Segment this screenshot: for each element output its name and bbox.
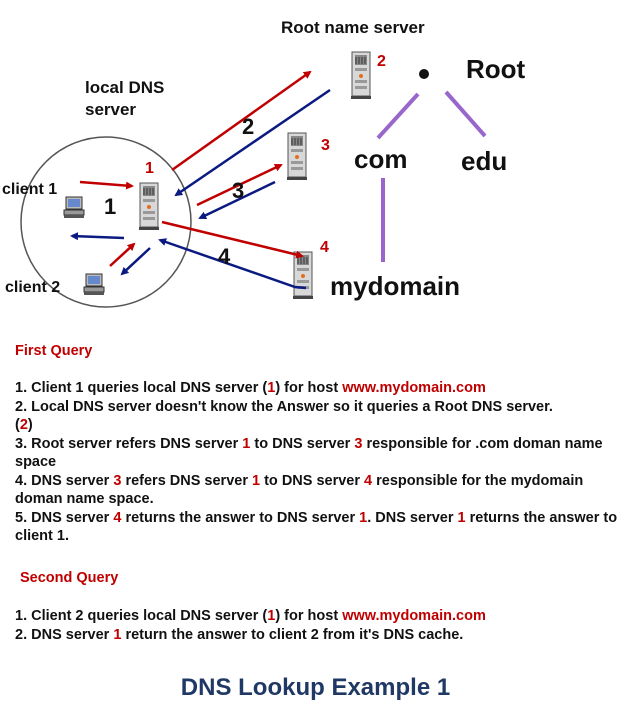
arrow-server4-to-local [158, 238, 307, 290]
first-query-item-1: 1. Client 1 queries local DNS server (1)… [15, 380, 486, 396]
arrow-local-to-server4 [161, 220, 304, 259]
tree-edge-root-edu [444, 90, 487, 138]
second-query-item-2: 2. DNS server 1 return the answer to cli… [15, 626, 464, 643]
arrow-client1-to-local [79, 180, 134, 190]
root-server-icon [350, 51, 372, 100]
first-query-item-5: 5. DNS server 4 returns the answer to DN… [15, 509, 618, 545]
step-2-label: 2 [242, 114, 254, 139]
server-4-icon [292, 251, 314, 300]
dns-diagram: Root name server local DNS server client… [2, 18, 526, 308]
root-server-label: Root name server [281, 18, 425, 37]
tree-root-dot [419, 69, 429, 79]
local-dns-server-icon [138, 182, 160, 231]
second-query-list: 1. Client 2 queries local DNS server (1)… [15, 607, 620, 644]
client-1-pc-icon [63, 196, 85, 219]
step-4-label: 4 [218, 244, 231, 269]
step-3-label: 3 [232, 178, 244, 203]
figure-caption: DNS Lookup Example 1 [180, 674, 451, 701]
host-link-text-2: www.mydomain.com [342, 608, 486, 624]
tree-com-label: com [354, 144, 407, 174]
first-query-item-4: 4. DNS server 3 refers DNS server 1 to D… [15, 472, 584, 508]
second-query-title: Second Query [20, 570, 119, 586]
arrow-local-to-root [171, 70, 312, 172]
arrow-local-to-server3 [196, 163, 283, 207]
local-dns-label-2: server [85, 100, 136, 119]
local-server-number: 1 [145, 160, 154, 177]
first-query-title: First Query [15, 343, 93, 359]
arrow-server3-to-local [198, 180, 276, 220]
server-4-number: 4 [320, 239, 329, 256]
first-query-item-2: 2. Local DNS server doesn't know the Ans… [15, 398, 553, 434]
first-query-list: 1. Client 1 queries local DNS server (1)… [15, 379, 620, 546]
first-query-item-3: 3. Root server refers DNS server 1 to DN… [15, 435, 603, 471]
second-query-item-1: 1. Client 2 queries local DNS server (1)… [15, 608, 486, 624]
arrow-client2-to-local [109, 242, 136, 267]
server-3-number: 3 [321, 137, 330, 154]
tree-edu-label: edu [461, 146, 507, 176]
server-3-icon [286, 132, 308, 181]
tree-root-label: Root [466, 54, 526, 84]
tree-mydomain-label: mydomain [330, 271, 460, 301]
local-dns-circle [20, 136, 192, 308]
local-big-number: 1 [104, 194, 116, 219]
client-2-label: client 2 [5, 279, 60, 296]
client-1-label: client 1 [2, 181, 57, 198]
local-dns-label-1: local DNS [85, 78, 164, 97]
arrow-local-to-client2 [120, 247, 151, 276]
tree-edge-root-com [376, 92, 420, 140]
host-link-text: www.mydomain.com [342, 380, 486, 396]
arrow-root-to-local [174, 88, 331, 197]
client-2-pc-icon [83, 273, 105, 296]
server-2-number: 2 [377, 53, 386, 70]
arrow-local-to-client1 [70, 232, 125, 241]
